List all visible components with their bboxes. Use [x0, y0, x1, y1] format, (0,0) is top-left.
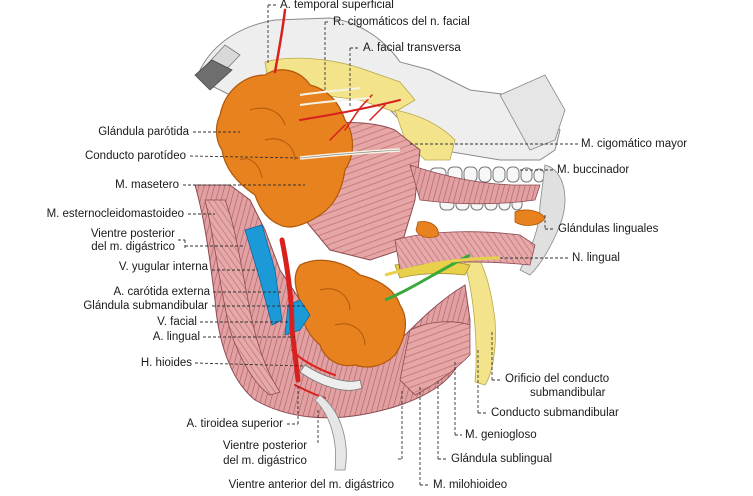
- facial-nerve-branches: [299, 87, 371, 106]
- label-glandulas-linguales: Glándulas linguales: [558, 223, 659, 235]
- label-conducto-submandibular: Conducto submandibular: [491, 407, 619, 419]
- label-vientre-posterior-1: Vientre posterior: [90, 228, 175, 240]
- label-vientre-posterior-2: Vientre posterior: [222, 440, 308, 452]
- leader-lines: [178, 4, 578, 486]
- label-r-cigomaticos: R. cigomáticos del n. facial: [333, 16, 470, 28]
- parotid-gland: [215, 69, 354, 228]
- label-facial-transversa: A. facial transversa: [363, 42, 461, 54]
- label-masetero: M. masetero: [115, 179, 179, 191]
- lingual-glands: [514, 209, 546, 226]
- jugular-vein: [244, 224, 283, 326]
- label-buccinador: M. buccinador: [557, 164, 630, 176]
- label-orificio-2: submandibular: [530, 387, 606, 399]
- label-del-m-digastrico-2: del m. digástrico: [223, 455, 307, 467]
- label-vientre-anterior: Vientre anterior del m. digástrico: [228, 479, 394, 491]
- label-orificio-1: Orificio del conducto: [505, 373, 610, 385]
- label-h-hioides: H. hioides: [140, 357, 192, 369]
- label-del-m-digastrico-1: del m. digástrico: [91, 241, 175, 253]
- lingual-nerve: [384, 256, 501, 277]
- label-conducto-parotideo: Conducto parotídeo: [84, 150, 186, 162]
- label-yugular-interna: V. yugular interna: [118, 261, 208, 273]
- hyoid-bone: [299, 364, 363, 391]
- label-geniogloso: M. geniogloso: [465, 429, 537, 441]
- label-a-lingual: A. lingual: [152, 331, 200, 343]
- buccinator-muscle: [409, 164, 541, 205]
- label-esternocleidomastoideo: M. esternocleidomastoideo: [46, 208, 184, 220]
- label-v-facial: V. facial: [157, 316, 197, 328]
- label-glandula-submandibular: Glándula submandibular: [83, 300, 208, 312]
- label-glandula-sublingual: Glándula sublingual: [451, 453, 553, 465]
- lingual-gland-2: [415, 221, 439, 238]
- label-tiroidea-superior: A. tiroidea superior: [186, 418, 283, 430]
- label-n-lingual: N. lingual: [572, 252, 620, 264]
- label-cigomatico-mayor: M. cigomático mayor: [581, 138, 688, 150]
- throat-bone: [314, 394, 347, 471]
- label-temporal-superficial: A. temporal superficial: [280, 0, 394, 11]
- label-glandula-parotida: Glándula parótida: [98, 126, 189, 138]
- label-milohioideo: M. milohioideo: [433, 479, 508, 491]
- label-carotida-externa: A. carótida externa: [113, 286, 210, 298]
